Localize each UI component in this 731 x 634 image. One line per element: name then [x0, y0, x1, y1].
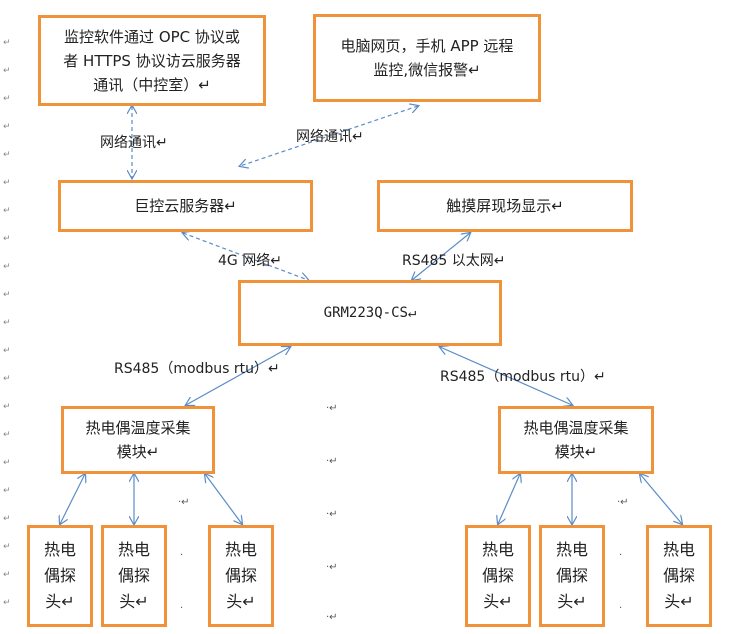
- link-modr-probe1: [498, 474, 520, 524]
- ellipsis-dot: ·↵: [178, 497, 190, 508]
- paragraph-mark: ↵: [3, 38, 11, 48]
- thermocouple-module-left: 热电偶温度采集 模块↵: [61, 406, 215, 474]
- paragraph-mark: ↵: [3, 374, 11, 384]
- thermocouple-probe: 热电 偶探 头↵: [101, 525, 167, 627]
- link-web-cloud: [240, 106, 418, 166]
- thermocouple-probe: 热电 偶探 头↵: [27, 525, 93, 627]
- thermocouple-module-right: 热电偶温度采集 模块↵: [498, 406, 654, 474]
- ellipsis-dot: ·: [619, 603, 623, 614]
- paragraph-mark: ↵: [3, 458, 11, 468]
- ellipsis-dot: ·: [180, 603, 184, 614]
- paragraph-mark: ↵: [3, 514, 11, 524]
- paragraph-mark: ↵: [3, 94, 11, 104]
- thermocouple-probe: 热电 偶探 头↵: [539, 525, 605, 627]
- link-grm-mod-left: [186, 347, 290, 405]
- web-app-monitor-box: 电脑网页，手机 APP 远程 监控,微信报警↵: [313, 14, 541, 102]
- paragraph-mark: ↵: [3, 150, 11, 160]
- ellipsis-dot: ·: [619, 550, 623, 561]
- thermocouple-probe: 热电 偶探 头↵: [208, 525, 274, 627]
- paragraph-mark: ↵: [3, 318, 11, 328]
- paragraph-mark: ↵: [3, 346, 11, 356]
- paragraph-mark: ↵: [3, 542, 11, 552]
- label-rs485-ethernet: RS485 以太网↵: [402, 253, 506, 269]
- thermocouple-probe: 热电 偶探 头↵: [465, 525, 531, 627]
- paragraph-mark: ↵: [3, 486, 11, 496]
- ellipsis-dot: ·↵: [326, 456, 338, 467]
- ellipsis-dot: ·↵: [326, 562, 338, 573]
- paragraph-mark: ↵: [3, 234, 11, 244]
- link-touch-grm: [412, 233, 470, 280]
- ellipsis-dot: ·↵: [326, 612, 338, 623]
- paragraph-mark: ↵: [3, 402, 11, 412]
- paragraph-mark: ↵: [3, 178, 11, 188]
- ellipsis-dot: ·↵: [326, 509, 338, 520]
- link-grm-mod-right: [440, 347, 572, 405]
- paragraph-mark: ↵: [3, 430, 11, 440]
- ellipsis-dot: ·: [180, 550, 184, 561]
- paragraph-mark: ↵: [3, 290, 11, 300]
- link-modr-probe3: [640, 474, 682, 524]
- label-rs485-modbus-left: RS485（modbus rtu）↵: [114, 361, 280, 377]
- cloud-server-box: 巨控云服务器↵: [58, 180, 313, 232]
- paragraph-mark: ↵: [3, 570, 11, 580]
- paragraph-mark: ↵: [3, 66, 11, 76]
- paragraph-mark: ↵: [3, 598, 11, 608]
- ellipsis-dot: ·↵: [617, 497, 629, 508]
- paragraph-mark: ↵: [3, 262, 11, 272]
- label-network-comm-right: 网络通讯↵: [296, 129, 364, 145]
- thermocouple-probe: 热电 偶探 头↵: [646, 525, 712, 627]
- grm-gateway-box: GRM223Q-CS↵: [238, 280, 502, 346]
- opc-monitor-box: 监控软件通过 OPC 协议或 者 HTTPS 协议访云服务器 通讯（中控室）↵: [38, 15, 266, 106]
- label-network-comm-left: 网络通讯↵: [100, 135, 168, 151]
- paragraph-mark: ↵: [3, 206, 11, 216]
- touchscreen-display-box: 触摸屏现场显示↵: [377, 180, 633, 232]
- link-modl-probe1: [60, 474, 85, 524]
- link-modl-probe3: [205, 474, 242, 524]
- paragraph-mark: ↵: [3, 122, 11, 132]
- label-4g-network: 4G 网络↵: [218, 253, 282, 269]
- ellipsis-dot: ·↵: [326, 403, 338, 414]
- link-cloud-grm: [183, 233, 308, 280]
- label-rs485-modbus-right: RS485（modbus rtu）↵: [440, 369, 606, 385]
